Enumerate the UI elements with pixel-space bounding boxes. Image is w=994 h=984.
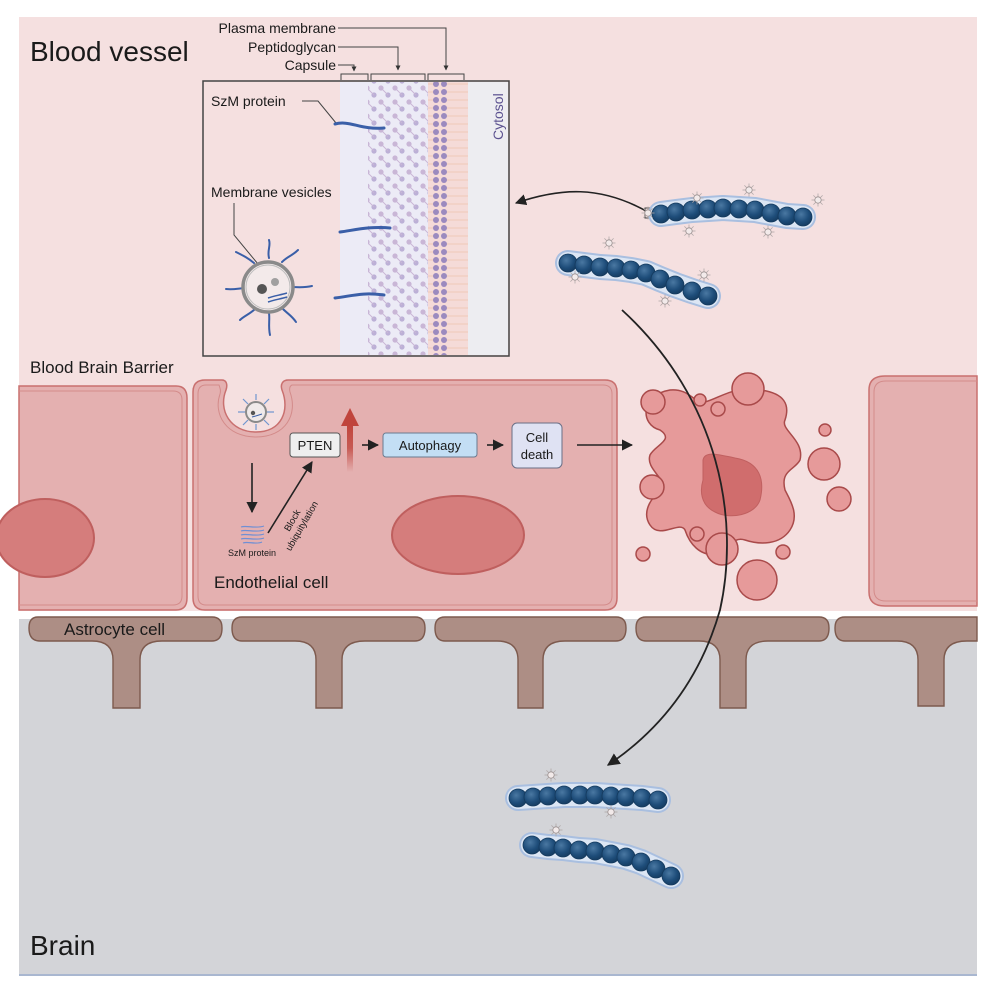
astrocyte-foot-2: [231, 616, 426, 709]
streptococcus-chain-4: [519, 823, 684, 889]
vesicle-icon: [602, 236, 616, 250]
coccus: [569, 840, 589, 860]
coccus: [713, 198, 733, 218]
szm-protein-pathway-label: SzM protein: [228, 548, 276, 558]
coccus: [648, 790, 668, 810]
peptidoglycan-pattern: [368, 82, 428, 355]
cytosol-area: [468, 82, 508, 355]
cell-death-node: Cell death: [511, 422, 563, 469]
coccus: [666, 202, 686, 222]
pten-node: PTEN: [289, 432, 341, 458]
svg-text:Cell: Cell: [526, 430, 549, 445]
svg-text:death: death: [521, 447, 554, 462]
coccus: [585, 841, 605, 861]
vesicle-icon: [690, 191, 704, 205]
coccus: [665, 275, 685, 295]
coccus: [793, 207, 813, 227]
coccus: [777, 206, 797, 226]
blood-brain-barrier-label: Blood Brain Barrier: [30, 358, 174, 377]
nucleus-main: [391, 495, 525, 575]
vesicle-icon: [604, 805, 618, 819]
cell-wall-inset: Cytosol Plasma membrane Peptidoglycan Ca…: [202, 20, 510, 357]
astrocyte-foot-1: [28, 616, 223, 709]
coccus: [574, 255, 594, 275]
upregulation-arrow-icon: [341, 408, 359, 472]
membrane-vesicles-leader: [233, 203, 259, 265]
szm-protein-inset-label: SzM protein: [211, 93, 286, 109]
brain-background: [19, 617, 977, 975]
coccus: [553, 838, 573, 858]
capsule-bracket: [340, 73, 369, 80]
capsule-label: Capsule: [285, 57, 337, 73]
vesicle-icon: [811, 193, 825, 207]
coccus: [632, 788, 652, 808]
vesicle-icon: [682, 224, 696, 238]
block-ubiquitylation-arrow: [267, 461, 313, 534]
vesicle-icon: [761, 225, 775, 239]
autophagy-node: Autophagy: [382, 432, 478, 458]
coccus: [661, 866, 681, 886]
barrier-gap: [19, 611, 977, 619]
coccus: [616, 787, 636, 807]
peptidoglycan-bracket: [370, 73, 426, 80]
zoom-to-inset-arrow: [514, 190, 649, 213]
coccus: [522, 835, 542, 855]
vesicle-icon: [658, 294, 672, 308]
endothelial-cell-label: Endothelial cell: [214, 573, 328, 592]
endothelial-cell-right: [868, 375, 978, 607]
endocytosed-vesicle: [238, 394, 274, 430]
blood-vessel-label: Blood vessel: [30, 36, 189, 67]
szm-protein-leader: [302, 100, 337, 124]
vesicle-icon: [742, 183, 756, 197]
membrane-vesicles-label: Membrane vesicles: [211, 184, 332, 200]
coccus: [558, 253, 578, 273]
peptidoglycan-leader: [338, 46, 401, 71]
szm-protein-strand-3: [333, 292, 386, 300]
svg-text:PTEN: PTEN: [298, 438, 333, 453]
vesicle-icon: [697, 268, 711, 282]
capsule-leader: [338, 64, 357, 72]
vesicle-icon: [544, 768, 558, 782]
apoptotic-nucleus: [701, 453, 763, 517]
coccus: [585, 785, 605, 805]
vesicle-icon: [641, 206, 655, 220]
streptococcus-chain-1: [641, 183, 825, 239]
translocation-arrow: [606, 309, 728, 766]
membrane-vesicle: [225, 239, 313, 336]
plasma-membrane-pattern: [428, 82, 468, 355]
endothelial-cell-left: [0, 385, 188, 611]
endothelial-cell-main: [192, 379, 618, 611]
plasma-membrane-bracket: [427, 73, 465, 80]
astrocyte-foot-3: [434, 616, 627, 709]
plasma-membrane-leader: [338, 27, 449, 71]
nucleus-left: [0, 498, 95, 578]
cytosol-label: Cytosol: [490, 93, 506, 140]
brain-label: Brain: [30, 930, 95, 961]
peptidoglycan-label: Peptidoglycan: [248, 39, 336, 55]
streptococcus-chain-2: [555, 236, 721, 309]
coccus: [554, 785, 574, 805]
szm-protein-strand-1: [333, 121, 386, 130]
coccus: [761, 203, 781, 223]
coccus: [729, 199, 749, 219]
svg-text:Autophagy: Autophagy: [399, 438, 462, 453]
coccus: [538, 786, 558, 806]
coccus: [745, 200, 765, 220]
vesicle-icon: [568, 270, 582, 284]
plasma-membrane-label: Plasma membrane: [219, 20, 337, 36]
astrocyte-foot-4: [635, 616, 830, 709]
apoptotic-cell: [635, 372, 852, 601]
szm-protein-strand-2: [338, 226, 392, 234]
szm-protein-aggregate-icon: [240, 525, 265, 544]
astrocyte-cell-label: Astrocyte cell: [64, 620, 165, 639]
coccus: [682, 281, 702, 301]
coccus: [682, 200, 702, 220]
vesicle-icon: [549, 823, 563, 837]
astrocyte-foot-5: [834, 616, 978, 707]
astrocyte-endfeet: [28, 616, 978, 709]
streptococcus-chain-3: [505, 768, 671, 819]
coccus: [698, 286, 718, 306]
coccus: [590, 257, 610, 277]
